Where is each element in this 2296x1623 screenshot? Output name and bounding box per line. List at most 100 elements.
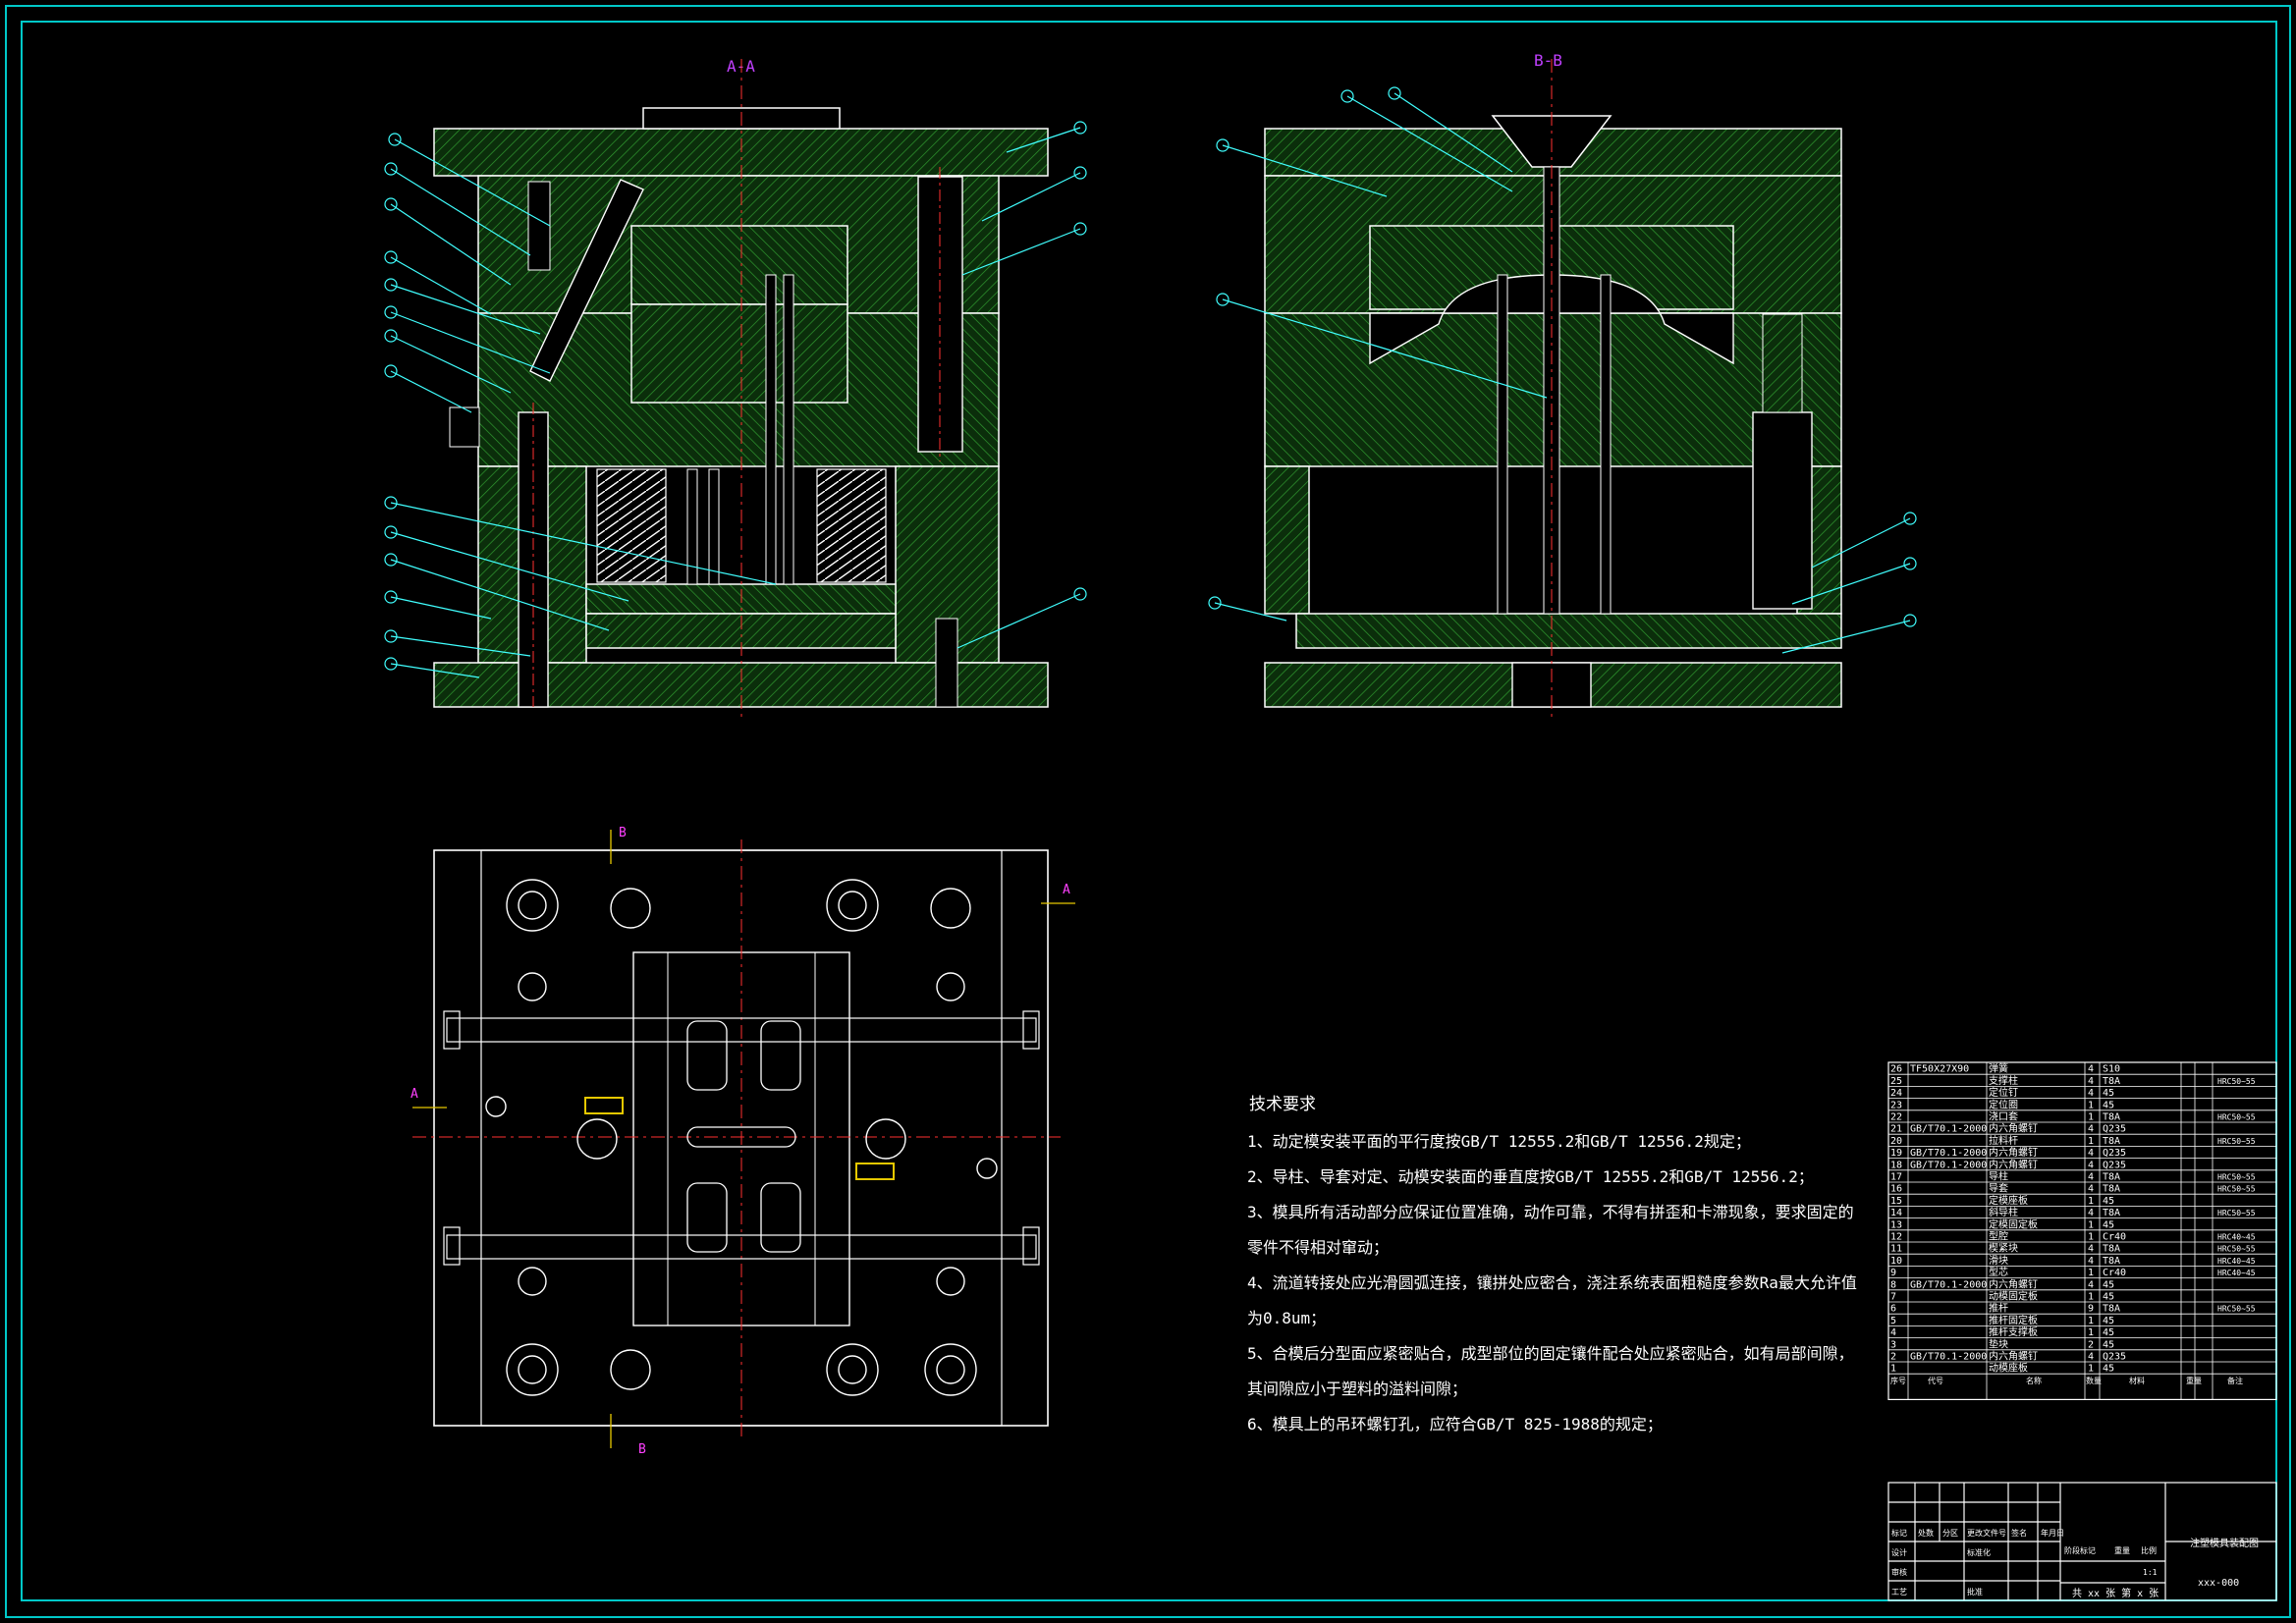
- parts-cell-no: 1: [1890, 1364, 1896, 1375]
- parts-cell-name: 定模固定板: [1989, 1217, 2038, 1230]
- parts-cell-mat: 45: [2103, 1339, 2114, 1350]
- tech-line-4: 零件不得相对窜动；: [1247, 1238, 1389, 1257]
- parts-cell-mat: Q235: [2103, 1160, 2126, 1170]
- parts-header-code: 代号: [1928, 1376, 1943, 1385]
- parts-cell-name: 浇口套: [1989, 1110, 2018, 1123]
- parts-cell-qty: 2: [2088, 1339, 2094, 1350]
- parts-cell-no: 5: [1890, 1316, 1896, 1326]
- parts-cell-qty: 1: [2088, 1136, 2094, 1147]
- parts-cell-qty: 4: [2088, 1279, 2094, 1290]
- parts-cell-mat: T8A: [2103, 1136, 2120, 1147]
- parts-cell-qty: 4: [2088, 1208, 2094, 1218]
- parts-cell-qty: 4: [2088, 1160, 2094, 1170]
- tb-drawing-title: 注塑模具装配图: [2190, 1537, 2259, 1549]
- parts-cell-mat: T8A: [2103, 1304, 2120, 1315]
- tb-change-doc: 更改文件号: [1967, 1528, 2006, 1538]
- title-block-text: 标记 处数 分区 更改文件号 签名 年月日 设计 标准化 审核 工艺 批准 阶段…: [1891, 1528, 2259, 1599]
- parts-cell-mat: 45: [2103, 1292, 2114, 1303]
- parts-cell-mat: 45: [2103, 1196, 2114, 1207]
- parts-cell-code: GB/T70.1-2000: [1910, 1279, 1987, 1290]
- parts-cell-no: 24: [1890, 1088, 1902, 1099]
- section-mark-a-left: A: [410, 1087, 418, 1102]
- tech-requirements: 技术要求 1、动定模安装平面的平行度按GB/T 12555.2和GB/T 125…: [1247, 1095, 1857, 1434]
- parts-cell-name: 推杆支撑板: [1989, 1325, 2038, 1338]
- parts-cell-qty: 1: [2088, 1327, 2094, 1338]
- parts-cell-mat: 45: [2103, 1316, 2114, 1326]
- parts-cell-note: HRC50~55: [2217, 1137, 2256, 1146]
- parts-cell-note: HRC40~45: [2217, 1257, 2256, 1266]
- tech-line-3: 3、模具所有活动部分应保证位置准确，动作可靠，不得有拼歪和卡滞现象，要求固定的: [1247, 1203, 1854, 1221]
- parts-cell-no: 6: [1890, 1304, 1896, 1315]
- parts-cell-mat: 45: [2103, 1219, 2114, 1230]
- parts-cell-name: 内六角螺钉: [1989, 1146, 2038, 1159]
- parts-cell-no: 10: [1890, 1256, 1902, 1267]
- parts-cell-mat: 45: [2103, 1327, 2114, 1338]
- sheet-border-outer: [5, 5, 2291, 1618]
- parts-cell-no: 7: [1890, 1292, 1896, 1303]
- parts-cell-no: 19: [1890, 1148, 1902, 1159]
- parts-cell-note: HRC50~55: [2217, 1185, 2256, 1194]
- parts-cell-name: 内六角螺钉: [1989, 1350, 2038, 1363]
- section-mark-b-top: B: [619, 826, 627, 840]
- parts-cell-qty: 4: [2088, 1244, 2094, 1255]
- tech-line-1: 1、动定模安装平面的平行度按GB/T 12555.2和GB/T 12556.2规…: [1247, 1132, 1751, 1151]
- parts-cell-mat: Cr40: [2103, 1268, 2126, 1278]
- parts-header-no: 序号: [1890, 1376, 1906, 1385]
- parts-cell-no: 2: [1890, 1352, 1896, 1363]
- parts-cell-name: 推杆固定板: [1989, 1314, 2038, 1326]
- parts-cell-no: 25: [1890, 1076, 1902, 1087]
- parts-cell-name: 弹簧: [1989, 1062, 2008, 1075]
- parts-cell-qty: 1: [2088, 1112, 2094, 1123]
- tech-line-6: 为0.8um；: [1247, 1309, 1326, 1327]
- parts-header-wt: 重量: [2186, 1376, 2202, 1385]
- parts-cell-name: 拉料杆: [1989, 1134, 2018, 1147]
- parts-cell-name: 定位圈: [1989, 1098, 2018, 1110]
- parts-cell-mat: T8A: [2103, 1112, 2120, 1123]
- parts-header-qty: 数量: [2086, 1376, 2102, 1385]
- parts-cell-qty: 1: [2088, 1292, 2094, 1303]
- parts-cell-qty: 4: [2088, 1256, 2094, 1267]
- parts-cell-mat: Q235: [2103, 1124, 2126, 1135]
- tech-requirements-heading: 技术要求: [1249, 1095, 1316, 1114]
- parts-cell-note: HRC40~45: [2217, 1269, 2256, 1277]
- parts-cell-code: GB/T70.1-2000: [1910, 1160, 1987, 1170]
- parts-cell-name: 斜导柱: [1989, 1206, 2018, 1218]
- tb-stage-mark: 阶段标记: [2064, 1545, 2096, 1555]
- parts-cell-no: 22: [1890, 1112, 1902, 1123]
- parts-cell-qty: 4: [2088, 1088, 2094, 1099]
- parts-cell-mat: T8A: [2103, 1076, 2120, 1087]
- parts-cell-code: GB/T70.1-2000: [1910, 1148, 1987, 1159]
- parts-cell-mat: T8A: [2103, 1172, 2120, 1183]
- parts-cell-name: 动模座板: [1989, 1362, 2028, 1375]
- parts-cell-qty: 4: [2088, 1064, 2094, 1075]
- tb-ratio: 比例: [2141, 1545, 2157, 1555]
- parts-cell-name: 导柱: [1989, 1170, 2008, 1183]
- parts-cell-qty: 4: [2088, 1148, 2094, 1159]
- parts-cell-name: 型腔: [1989, 1230, 2008, 1243]
- parts-cell-mat: 45: [2103, 1088, 2114, 1099]
- parts-cell-no: 14: [1890, 1208, 1902, 1218]
- tb-zone: 分区: [1942, 1529, 1958, 1538]
- tb-approve: 批准: [1967, 1587, 1983, 1596]
- parts-cell-mat: T8A: [2103, 1244, 2120, 1255]
- parts-cell-mat: T8A: [2103, 1256, 2120, 1267]
- parts-cell-name: 导套: [1989, 1182, 2008, 1195]
- parts-cell-no: 16: [1890, 1184, 1902, 1195]
- parts-cell-qty: 1: [2088, 1316, 2094, 1326]
- tech-line-2: 2、导柱、导套对定、动模安装面的垂直度按GB/T 12555.2和GB/T 12…: [1247, 1167, 1814, 1186]
- section-mark-b-bottom: B: [638, 1442, 646, 1457]
- parts-cell-name: 内六角螺钉: [1989, 1277, 2038, 1290]
- title-block: [1887, 1482, 2277, 1601]
- parts-cell-qty: 1: [2088, 1268, 2094, 1278]
- parts-cell-note: HRC50~55: [2217, 1077, 2256, 1086]
- parts-cell-name: 型芯: [1989, 1266, 2008, 1278]
- parts-cell-qty: 4: [2088, 1172, 2094, 1183]
- tb-weight: 重量: [2114, 1545, 2130, 1555]
- parts-cell-no: 23: [1890, 1100, 1902, 1110]
- parts-cell-mat: Q235: [2103, 1148, 2126, 1159]
- parts-cell-qty: 1: [2088, 1196, 2094, 1207]
- parts-cell-no: 11: [1890, 1244, 1902, 1255]
- parts-cell-no: 3: [1890, 1339, 1896, 1350]
